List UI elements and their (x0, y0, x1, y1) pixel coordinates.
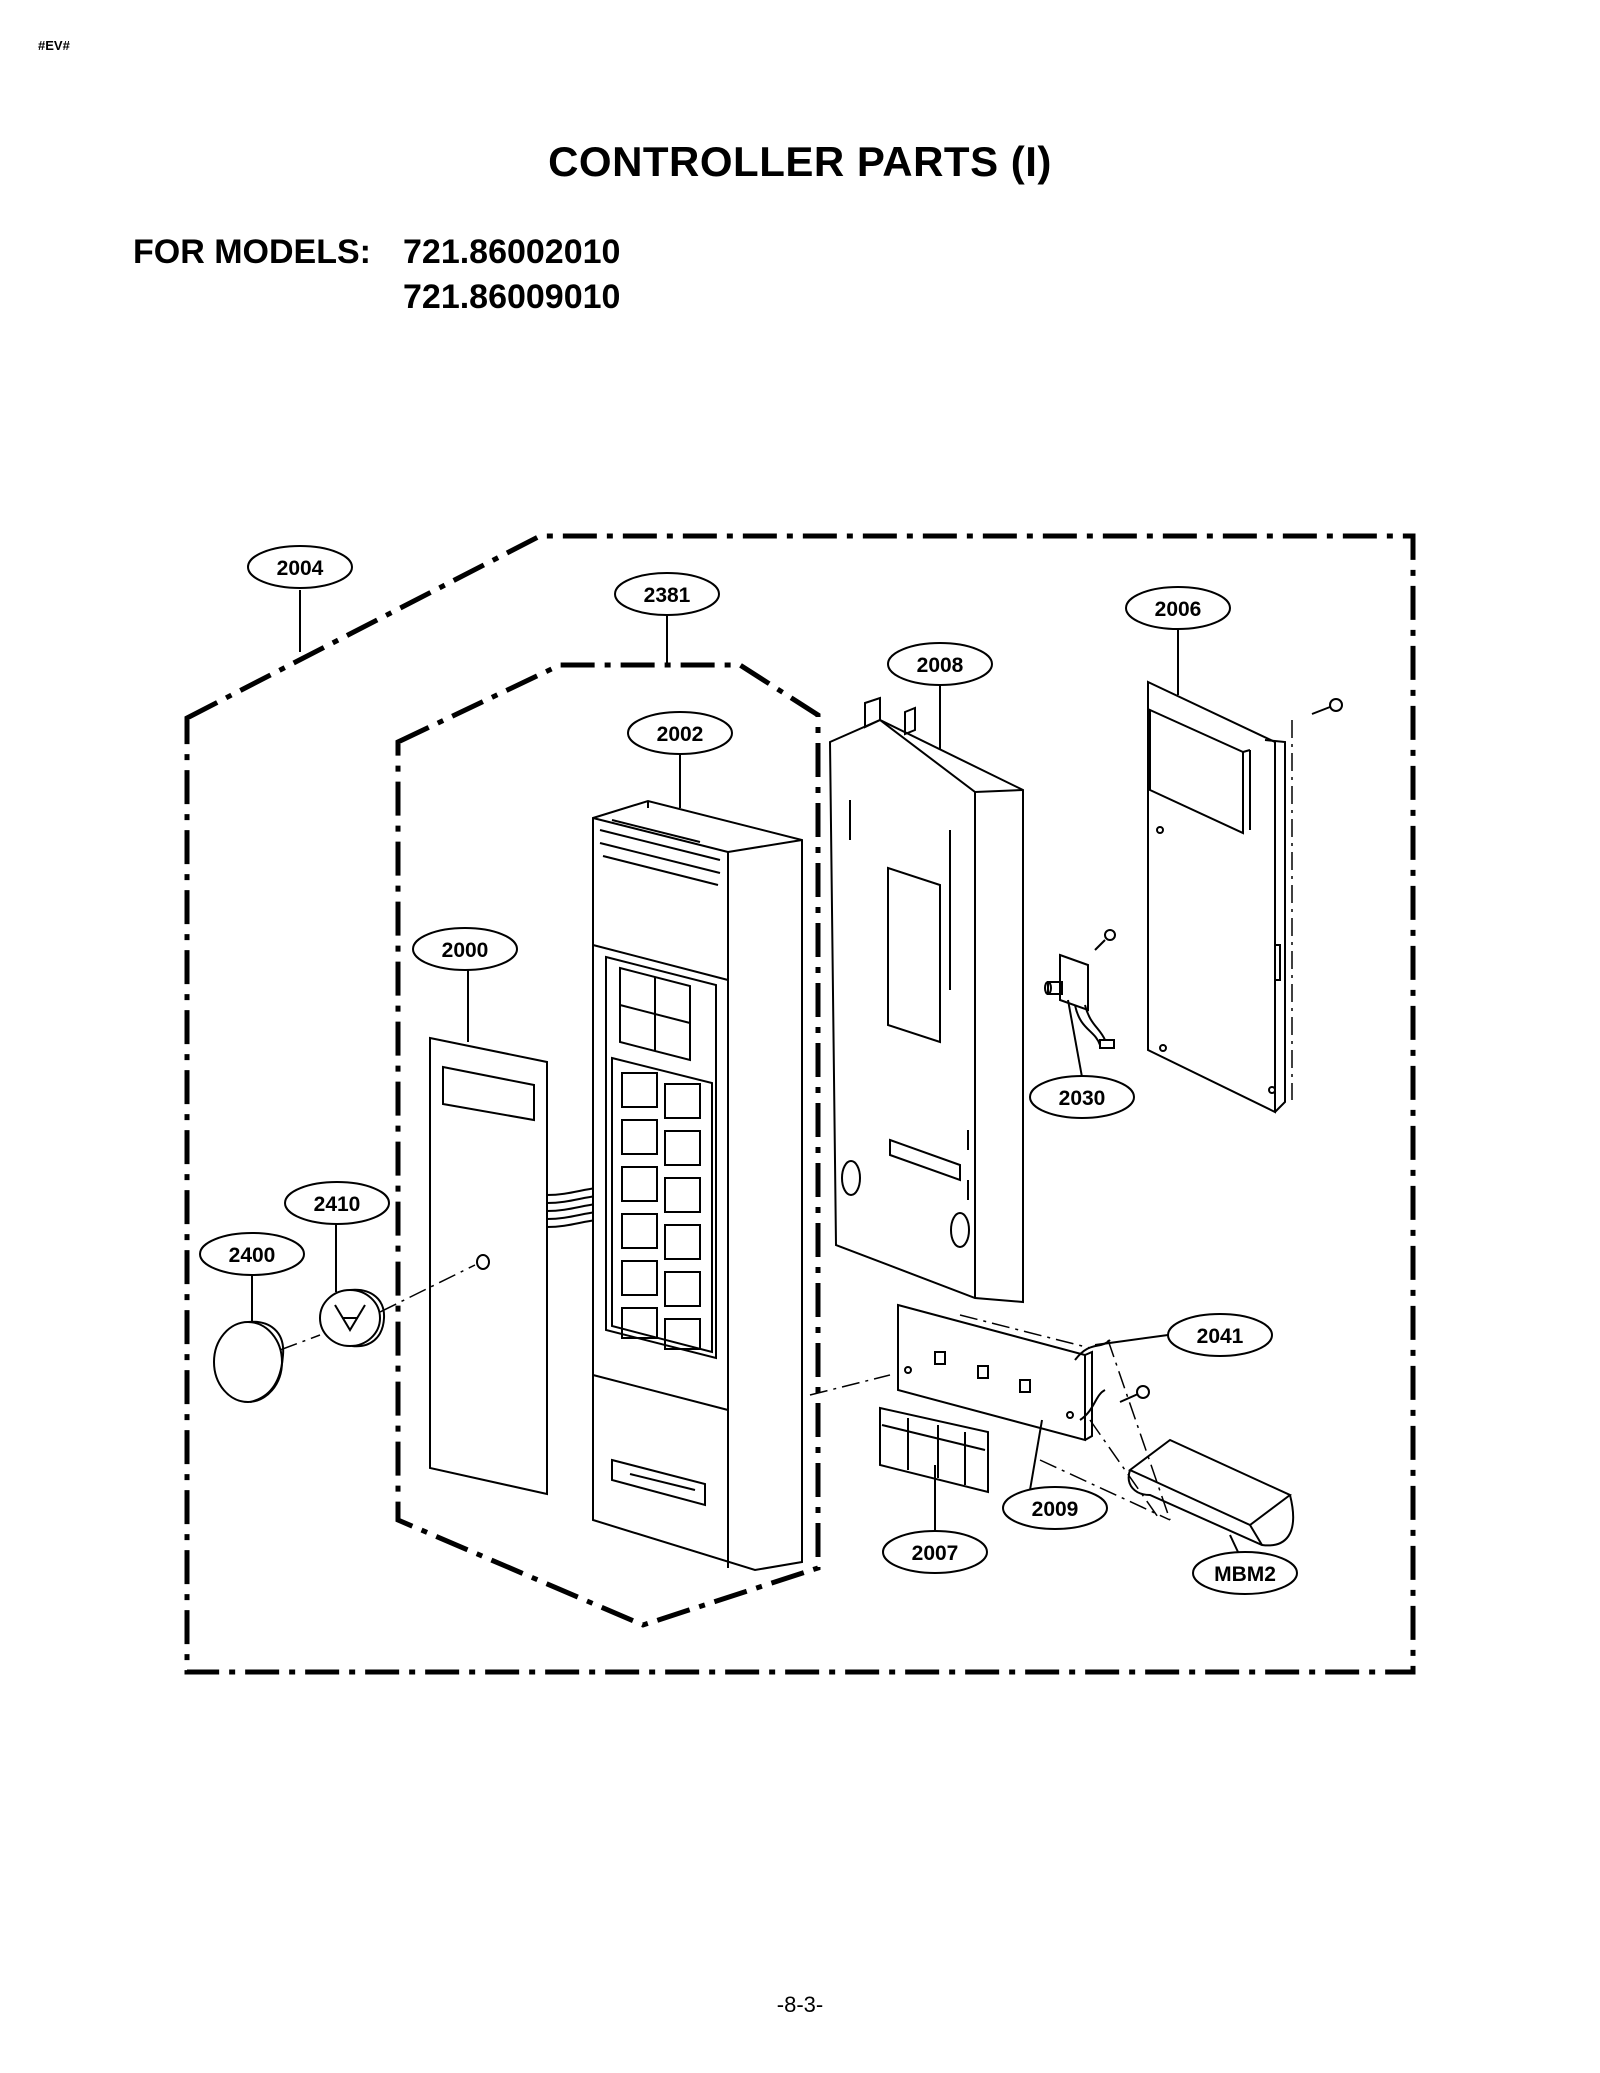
callout-label-mbm2: MBM2 (1214, 1563, 1276, 1586)
callout-2009: 2009 (1002, 1486, 1108, 1530)
part-2410-knob-base (319, 1288, 386, 1348)
models-block: FOR MODELS: 721.86002010 721.86009010 (133, 230, 620, 320)
callout-2041: 2041 (1167, 1313, 1273, 1357)
part-2008-bracket (828, 696, 1024, 1304)
callout-label-2400: 2400 (229, 1244, 276, 1267)
callout-label-2410: 2410 (314, 1193, 361, 1216)
callout-2381: 2381 (614, 572, 720, 616)
keypad-grid (621, 1072, 701, 1350)
callout-label-2000: 2000 (442, 939, 489, 962)
callout-2030: 2030 (1029, 1075, 1135, 1119)
part-2400-knob (213, 1320, 285, 1403)
part-2007-switch (879, 1406, 989, 1494)
callout-label-2041: 2041 (1197, 1325, 1244, 1348)
alignment-lines (279, 1264, 1171, 1521)
page-number: -8-3- (776, 1992, 824, 2017)
corner-mark: #EV# (38, 38, 70, 53)
model-number-2: 721.86009010 (403, 278, 621, 316)
callout-2000: 2000 (412, 927, 518, 971)
part-2006-board (1147, 680, 1286, 1114)
callout-2007: 2007 (882, 1530, 988, 1574)
callout-label-2030: 2030 (1059, 1087, 1106, 1110)
part-2002-control-panel (592, 799, 803, 1572)
assembly-boundary-2004 (184, 533, 1416, 1675)
screw-2006 (1291, 698, 1343, 1100)
callout-label-2009: 2009 (1032, 1498, 1079, 1521)
callout-2410: 2410 (284, 1181, 390, 1225)
callout-2002: 2002 (627, 711, 733, 755)
part-2030-encoder (1044, 929, 1116, 1049)
callout-label-2006: 2006 (1155, 598, 1202, 621)
model-number-1: 721.86002010 (403, 233, 621, 271)
part-mbm2-manual (1127, 1438, 1295, 1547)
callout-label-2381: 2381 (644, 584, 691, 607)
callout-label-2002: 2002 (657, 723, 704, 746)
leader-lines (251, 590, 1239, 1553)
callout-label-2007: 2007 (912, 1542, 959, 1565)
screw-2009 (1119, 1385, 1150, 1403)
callout-2400: 2400 (199, 1232, 305, 1276)
page-title: CONTROLLER PARTS (I) (548, 138, 1052, 185)
part-2000-membrane (429, 1036, 617, 1496)
callout-2006: 2006 (1125, 586, 1231, 630)
callout-label-2008: 2008 (917, 654, 964, 677)
callout-mbm2: MBM2 (1192, 1551, 1298, 1595)
models-label: FOR MODELS: (133, 233, 371, 271)
callout-label-2004: 2004 (277, 557, 324, 580)
callout-2004: 2004 (247, 545, 353, 589)
part-2009-board (897, 1303, 1111, 1442)
callout-2008: 2008 (887, 642, 993, 686)
assembly-boundary-2381 (395, 662, 821, 1628)
